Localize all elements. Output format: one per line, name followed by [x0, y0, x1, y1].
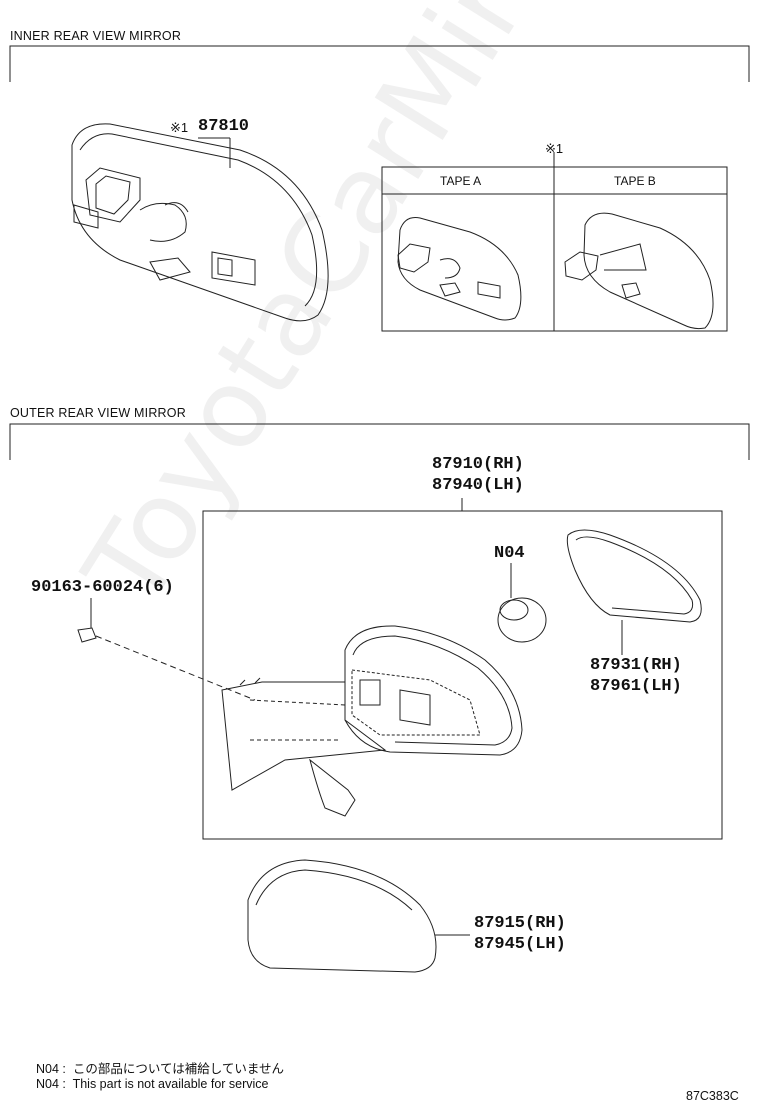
actuator-n04-label[interactable]: N04: [494, 544, 525, 563]
tape-b-label: TAPE B: [614, 174, 656, 188]
mirror-cover-rh-part-number[interactable]: 87915(RH): [474, 914, 566, 933]
outer-assembly-lh-part-number[interactable]: 87940(LH): [432, 476, 524, 495]
diagram-code: 87C383C: [686, 1089, 739, 1103]
actuator-drawing: [497, 563, 547, 643]
tape-b-mirror-drawing: [564, 212, 714, 330]
tape-ref-mark: ※1: [545, 141, 564, 156]
mirror-glass-lh-part-number[interactable]: 87961(LH): [590, 677, 682, 696]
mirror-glass-drawing: [566, 529, 702, 655]
footnote-japanese: N04 : この部品については補給していません: [36, 1062, 284, 1076]
tape-a-label: TAPE A: [440, 174, 482, 188]
inner-part-ref-mark: ※1: [170, 120, 189, 135]
tape-a-mirror-drawing: [397, 217, 522, 321]
mirror-cover-drawing: [247, 859, 470, 973]
inner-mirror-drawing: [71, 123, 329, 322]
inner-mirror-part-number[interactable]: 87810: [198, 117, 250, 136]
mirror-cover-lh-part-number[interactable]: 87945(LH): [474, 935, 566, 954]
footnote-english: N04 : This part is not available for ser…: [36, 1077, 269, 1091]
outer-section-title: OUTER REAR VIEW MIRROR: [10, 406, 186, 420]
inner-section-title: INNER REAR VIEW MIRROR: [10, 29, 182, 43]
inner-section-bracket: [9, 45, 750, 82]
screw-part-number[interactable]: 90163-60024(6): [31, 578, 174, 597]
tape-table: [381, 152, 728, 332]
outer-mirror-body-drawing: [344, 625, 523, 756]
outer-assembly-rh-part-number[interactable]: 87910(RH): [432, 455, 524, 474]
outer-section-bracket: [9, 423, 750, 460]
mirror-glass-rh-part-number[interactable]: 87931(RH): [590, 656, 682, 675]
outer-mirror-base-drawing: [221, 677, 387, 817]
screw-drawing: [77, 598, 256, 701]
